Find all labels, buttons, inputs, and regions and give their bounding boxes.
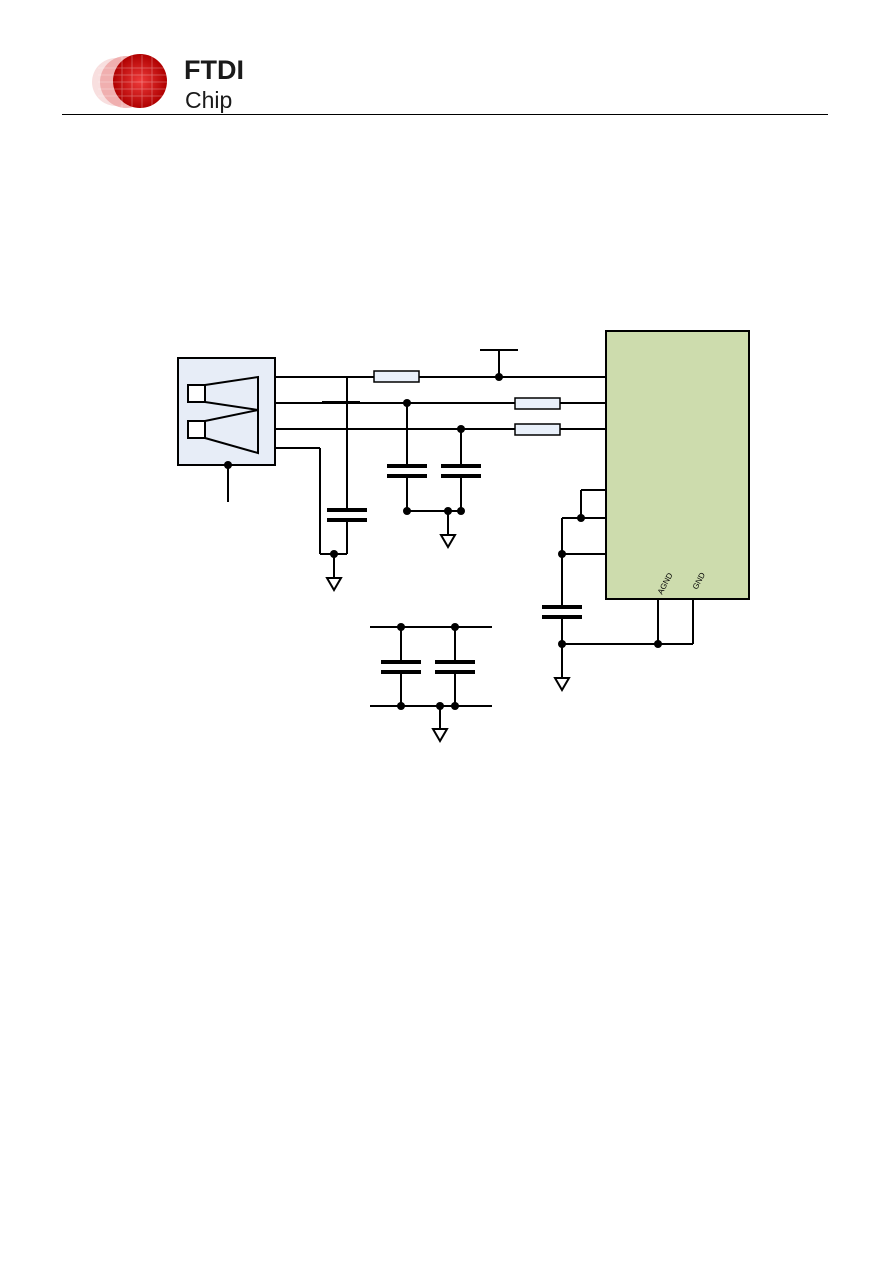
ground-symbol (553, 677, 571, 692)
logo-swirl-icon (92, 54, 168, 110)
ftdi-chip-logo: FTDI Chip (92, 54, 244, 113)
header-divider (62, 114, 828, 115)
ground-symbol (431, 728, 449, 743)
logo-brand-top: FTDI (184, 55, 244, 85)
logo-brand-bottom: Chip (185, 87, 232, 113)
usb-connector (177, 357, 276, 502)
decoupling-capacitors (370, 623, 492, 743)
series-resistor-dm (514, 397, 561, 410)
ground-symbol (439, 534, 457, 549)
ground-symbol (325, 577, 343, 592)
series-resistor-dp (514, 423, 561, 436)
ic-chip (605, 330, 750, 600)
ferrite-bead (373, 370, 420, 383)
